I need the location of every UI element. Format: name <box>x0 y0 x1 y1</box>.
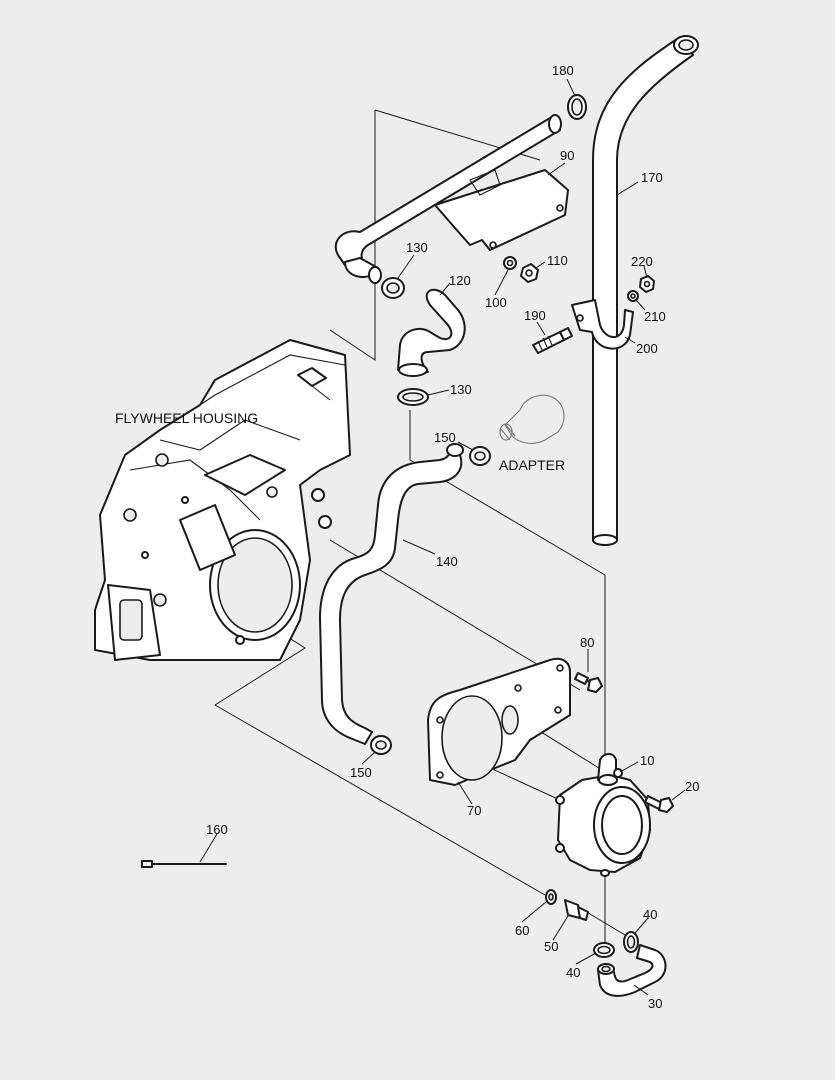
callout-170: 170 <box>641 170 663 185</box>
part-10-water-pump <box>555 753 651 877</box>
callout-40-upper: 40 <box>643 907 657 922</box>
part-40-hose-clamp-upper <box>623 931 639 953</box>
callout-130-lower: 130 <box>450 382 472 397</box>
part-180-hose-clamp <box>567 94 587 120</box>
part-150-hose-clamp-lower <box>370 735 392 755</box>
callout-90: 90 <box>560 148 574 163</box>
part-100-washer <box>503 256 517 270</box>
part-220-nut <box>639 275 655 293</box>
callout-50: 50 <box>544 939 558 954</box>
part-190-stud-bolt <box>532 327 573 354</box>
callout-150-lower: 150 <box>350 765 372 780</box>
callout-140: 140 <box>436 554 458 569</box>
callout-120: 120 <box>449 273 471 288</box>
part-20-bolt <box>644 795 674 813</box>
callout-20: 20 <box>685 779 699 794</box>
part-140-coolant-hose <box>319 443 464 745</box>
callout-190: 190 <box>524 308 546 323</box>
part-150-hose-clamp-upper <box>469 446 491 466</box>
part-40-hose-clamp-lower <box>593 942 615 958</box>
part-200-pipe-bracket <box>571 299 634 350</box>
callout-160: 160 <box>206 822 228 837</box>
callout-40-lower: 40 <box>566 965 580 980</box>
callout-60: 60 <box>515 923 529 938</box>
part-60-washer <box>545 889 557 905</box>
part-210-washer <box>627 290 639 302</box>
callout-180: 180 <box>552 63 574 78</box>
callout-210: 210 <box>644 309 666 324</box>
part-130-hose-clamp-lower <box>397 388 429 406</box>
part-120-elbow-hose <box>397 288 466 377</box>
callout-100: 100 <box>485 295 507 310</box>
part-80-bolt <box>574 672 603 693</box>
flywheel-housing <box>94 339 351 661</box>
callout-110: 110 <box>547 253 568 268</box>
callout-220: 220 <box>631 254 653 269</box>
callout-70: 70 <box>467 803 481 818</box>
part-90-tube-bracket <box>334 114 569 284</box>
callout-150-upper: 150 <box>434 430 456 445</box>
part-160-cable-tie <box>141 860 227 868</box>
callout-leaders <box>199 78 686 996</box>
adapter-fitting <box>499 394 565 444</box>
part-50-fitting <box>564 899 589 921</box>
callout-200: 200 <box>636 341 658 356</box>
callout-numbers: 180 90 170 130 120 110 100 220 210 190 2… <box>206 63 699 1011</box>
part-170-vertical-pipe <box>592 35 699 546</box>
flywheel-housing-label: FLYWHEEL HOUSING <box>115 410 258 426</box>
part-70-mounting-plate <box>427 657 571 786</box>
callout-30: 30 <box>648 996 662 1011</box>
part-130-hose-clamp-upper <box>381 277 405 299</box>
callout-10: 10 <box>640 753 654 768</box>
part-30-bent-hose <box>597 944 667 997</box>
callout-80: 80 <box>580 635 594 650</box>
adapter-label: ADAPTER <box>499 457 565 473</box>
callout-130-upper: 130 <box>406 240 428 255</box>
part-110-nut <box>520 263 539 283</box>
